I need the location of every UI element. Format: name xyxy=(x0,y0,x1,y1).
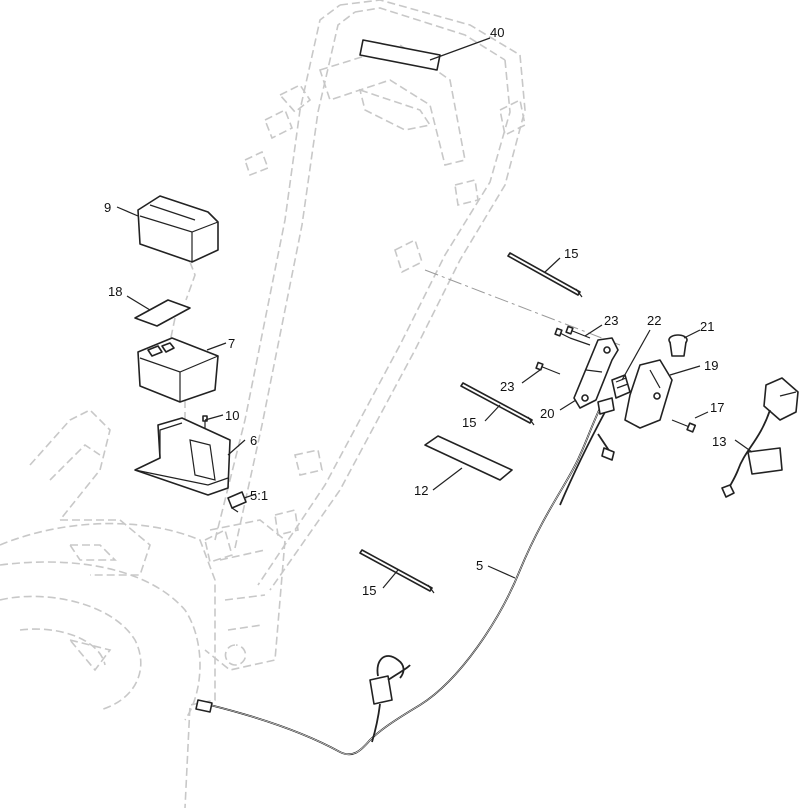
callout-40: 40 xyxy=(490,25,504,40)
decal-40 xyxy=(359,37,491,71)
screws-23-top xyxy=(554,324,603,346)
callout-15-top: 15 xyxy=(564,246,578,261)
callout-5-1: 5:1 xyxy=(250,488,268,503)
callout-13: 13 xyxy=(712,434,726,449)
rod-15-mid xyxy=(460,382,535,426)
rod-15-bot xyxy=(359,549,435,594)
callout-5: 5 xyxy=(476,558,483,573)
rod-15-top xyxy=(507,252,583,298)
callout-19: 19 xyxy=(704,358,718,373)
battery-tray-6 xyxy=(134,417,246,496)
callout-15-bot: 15 xyxy=(362,583,376,598)
battery-7 xyxy=(137,337,227,403)
guide-9-18 xyxy=(185,261,196,301)
switch-cover-19 xyxy=(624,359,701,429)
callout-15-mid: 15 xyxy=(462,415,476,430)
callout-20: 20 xyxy=(540,406,554,421)
bolt-17 xyxy=(671,411,709,433)
callout-6: 6 xyxy=(250,433,257,448)
button-21 xyxy=(668,329,701,357)
callout-22: 22 xyxy=(647,313,661,328)
callout-10: 10 xyxy=(225,408,239,423)
callout-7: 7 xyxy=(228,336,235,351)
guide-18-7 xyxy=(169,317,176,343)
callout-17: 17 xyxy=(710,400,724,415)
pad-18 xyxy=(126,295,191,327)
callout-9: 9 xyxy=(104,200,111,215)
callout-12: 12 xyxy=(414,483,428,498)
callout-23-top: 23 xyxy=(604,313,618,328)
callout-23-mid: 23 xyxy=(500,379,514,394)
handle-ghost xyxy=(204,0,526,591)
battery-cover-9 xyxy=(116,195,219,263)
decal-12 xyxy=(424,435,513,491)
assembly-axis-line xyxy=(424,269,621,346)
callout-labels: 40 9 18 7 10 6 5:1 15 23 22 21 19 23 20 … xyxy=(104,25,726,598)
callout-21: 21 xyxy=(700,319,714,334)
wire-harness-5 xyxy=(195,397,615,756)
callout-18: 18 xyxy=(108,284,122,299)
screw-23-mid xyxy=(521,361,561,384)
charger-13 xyxy=(721,377,799,498)
connector-5-1 xyxy=(227,491,257,513)
spring-22 xyxy=(611,329,651,399)
switch-housing-20 xyxy=(559,337,619,411)
mower-deck-ghost xyxy=(0,409,286,808)
